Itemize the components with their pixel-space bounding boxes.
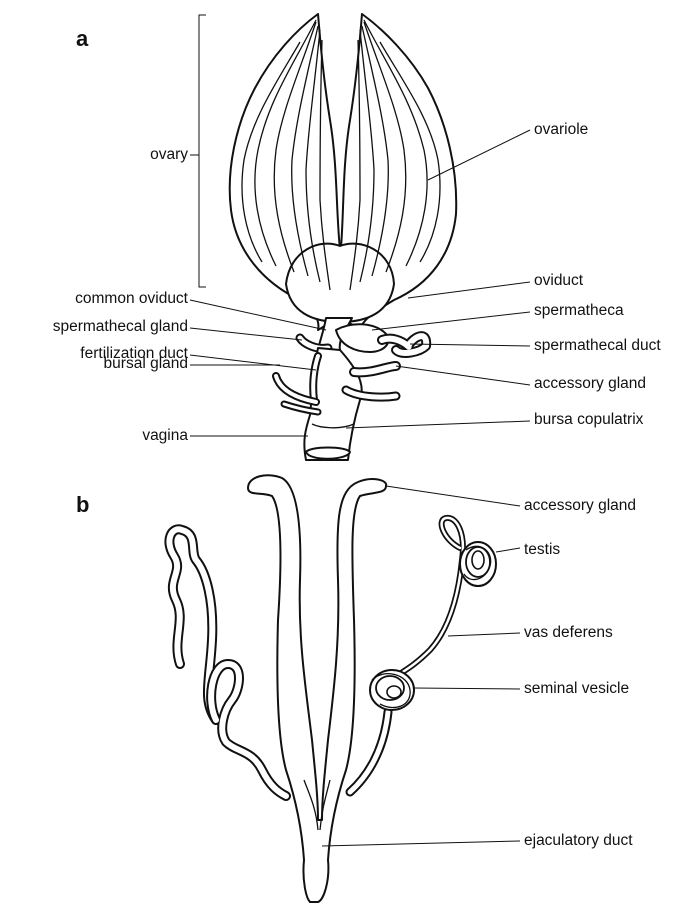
vagina-opening <box>306 448 350 459</box>
label-seminal-vesicle: seminal vesicle <box>524 680 629 698</box>
panel-label-a: a <box>76 26 88 52</box>
label-male-accessory-gland: accessory gland <box>524 497 636 515</box>
label-spermathecal-gland: spermathecal gland <box>53 318 188 336</box>
label-ovariole: ovariole <box>534 121 588 139</box>
testis <box>460 542 496 586</box>
label-bursal-gland: bursal gland <box>104 355 188 373</box>
label-female-accessory-gland: accessory gland <box>534 375 646 393</box>
label-oviduct: oviduct <box>534 272 583 290</box>
panel-label-b: b <box>76 492 89 518</box>
ovary-bracket <box>190 15 206 287</box>
seminal-vesicle <box>370 670 414 710</box>
right-duct <box>350 712 388 792</box>
label-vagina: vagina <box>142 427 188 445</box>
label-ovary: ovary <box>150 146 188 164</box>
label-spermatheca: spermatheca <box>534 302 624 320</box>
label-bursa-copulatrix: bursa copulatrix <box>534 411 643 429</box>
female-reproductive-system <box>190 14 456 460</box>
label-ejaculatory-duct: ejaculatory duct <box>524 832 633 850</box>
label-spermathecal-duct: spermathecal duct <box>534 337 661 355</box>
label-vas-deferens: vas deferens <box>524 624 613 642</box>
label-testis: testis <box>524 541 560 559</box>
label-common-oviduct: common oviduct <box>75 290 188 308</box>
male-accessory-glands <box>248 475 386 902</box>
